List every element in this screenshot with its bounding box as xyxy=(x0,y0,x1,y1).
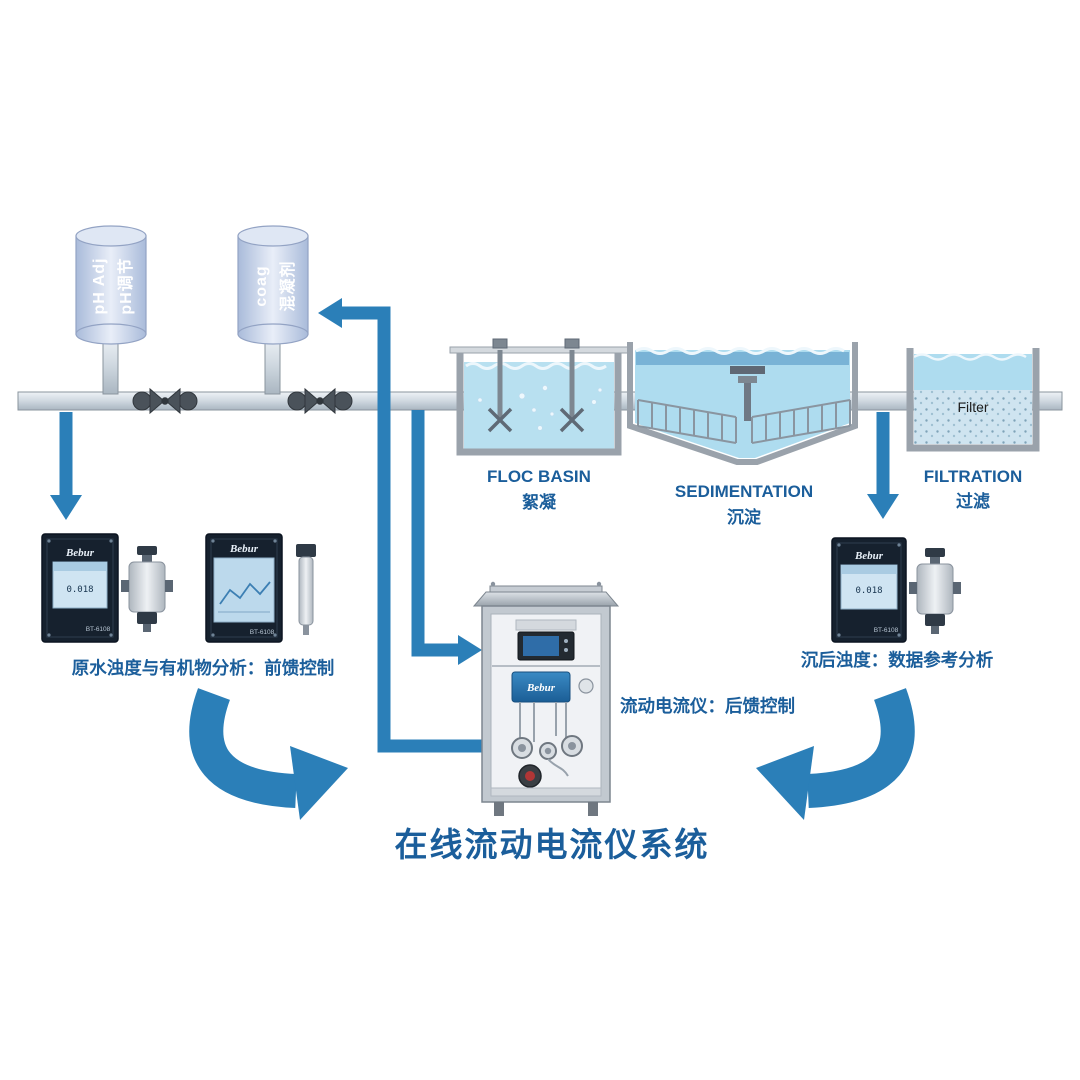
analyzer-cabinet: Bebur xyxy=(472,581,620,816)
raw-flow-cell-sensor xyxy=(121,546,173,632)
valve-icon-1 xyxy=(132,387,198,415)
valve-icon-2 xyxy=(287,387,353,415)
screen-reading: 0.018 xyxy=(66,585,93,595)
screen-trend-graph xyxy=(219,581,271,605)
arrow-cabinet-feed-head xyxy=(458,635,482,665)
raw-turbidity-controller: Bebur 0.018 BT-6108 xyxy=(41,533,119,643)
coagulant-dosing-tank: coag 混凝剂 xyxy=(237,225,309,345)
reference-swoosh-arrow xyxy=(756,688,915,820)
filtration-label-zh: 过滤 xyxy=(956,491,990,511)
ph-dosing-tank: pH Adj pH调节 xyxy=(75,225,147,345)
arrow-coag-feedback xyxy=(340,306,486,753)
dip-probe-sensor xyxy=(296,544,316,635)
arrow-raw-sample-head xyxy=(50,495,82,520)
gauge-icon xyxy=(578,678,594,694)
floc-mixer-icon-2 xyxy=(559,338,585,433)
screen-reading: 0.018 xyxy=(855,586,882,596)
raw-water-caption: 原水浊度与有机物分析：前馈控制 xyxy=(72,658,335,678)
model-label: BT-6108 xyxy=(250,629,275,636)
sedimentation-rail xyxy=(637,399,851,444)
brand-label: Bebur xyxy=(854,550,884,562)
coag-tank-label-zh: 混凝剂 xyxy=(278,260,297,311)
sedimentation-basin xyxy=(627,342,858,465)
arrow-coag-feedback-head xyxy=(318,298,342,328)
floc-bubbles xyxy=(477,384,603,431)
brand-label: Bebur xyxy=(526,682,556,694)
cabinet-monitor-screen xyxy=(517,631,575,661)
brand-label: Bebur xyxy=(229,543,259,555)
sedimentation-label-en: SEDIMENTATION xyxy=(675,482,813,501)
sedimentation-scraper-icon xyxy=(730,366,765,421)
cabinet-leg xyxy=(494,802,504,816)
motor-pump-icon xyxy=(518,764,542,788)
streaming-current-caption: 流动电流仪：后馈控制 xyxy=(620,696,795,716)
pump-icon-2 xyxy=(539,742,557,760)
mounting-bracket xyxy=(515,619,577,631)
coag-tank-label-en: coag xyxy=(253,265,270,306)
ph-tank-label-en: pH Adj xyxy=(91,258,108,315)
floc-mixer-icon-1 xyxy=(487,338,513,433)
cabinet-leg xyxy=(588,802,598,816)
filter-media-label: Filter xyxy=(957,399,988,415)
arrow-cabinet-feed xyxy=(411,410,460,657)
filtration-basin: Filter xyxy=(906,348,1040,452)
settled-flow-cell-sensor xyxy=(909,548,961,634)
ph-tank-stem xyxy=(102,335,119,395)
feedforward-swoosh-arrow xyxy=(189,688,348,820)
floc-basin xyxy=(449,338,629,456)
page-title: 在线流动电流仪系统 xyxy=(395,826,710,863)
floc-basin-label-zh: 絮凝 xyxy=(522,492,557,512)
pump-icon-3 xyxy=(561,735,583,757)
brand-label: Bebur xyxy=(65,547,95,559)
ph-tank-label-zh: pH调节 xyxy=(116,257,135,314)
arrow-settled-sample-head xyxy=(867,494,899,519)
settled-water-caption: 沉后浊度：数据参考分析 xyxy=(801,650,994,670)
bebur-analyzer-box: Bebur xyxy=(511,671,571,703)
flow-arrows xyxy=(50,298,899,753)
model-label: BT-6108 xyxy=(874,627,899,634)
sedimentation-label-zh: 沉淀 xyxy=(727,507,762,527)
organics-controller: Bebur BT-6108 xyxy=(205,533,283,643)
settled-turbidity-controller: Bebur 0.018 BT-6108 xyxy=(831,537,907,643)
floc-basin-label-en: FLOC BASIN xyxy=(487,467,591,486)
tubing xyxy=(519,702,567,744)
pump-icon-1 xyxy=(511,737,533,759)
filtration-label-en: FILTRATION xyxy=(924,467,1023,486)
model-label: BT-6108 xyxy=(86,626,111,633)
coag-tank-stem xyxy=(264,335,281,395)
